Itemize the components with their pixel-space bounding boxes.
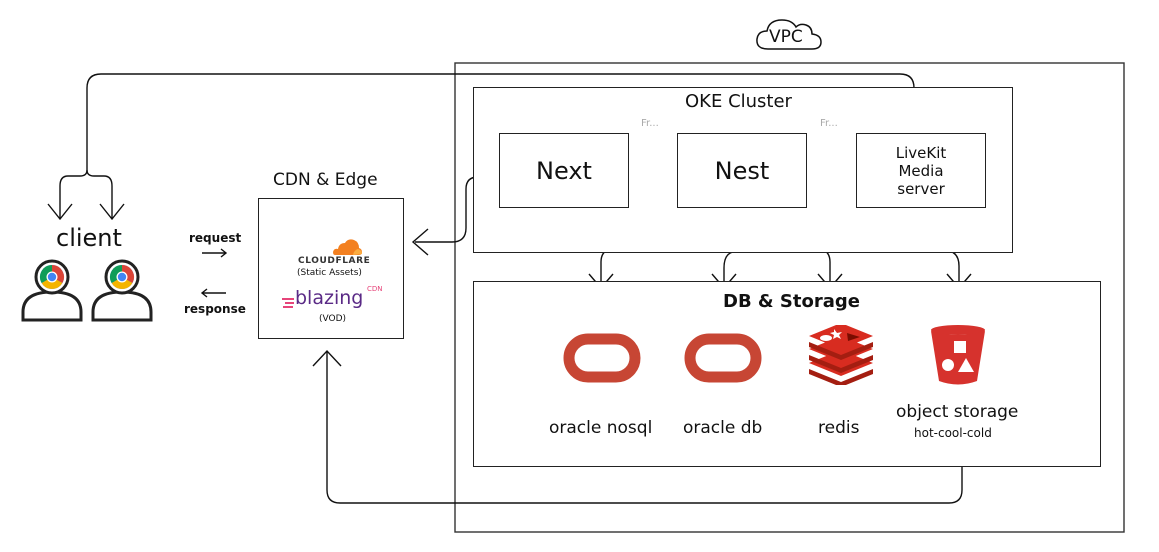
client-label: client: [56, 224, 122, 252]
client-split-connector: [59, 169, 88, 218]
vpc-label: VPC: [769, 27, 803, 47]
redis-icon: [809, 325, 873, 385]
db-item-label: redis: [818, 418, 860, 438]
cloudflare-caption: (Static Assets): [297, 268, 362, 278]
oracle-icon: [563, 333, 641, 383]
next-service-box: Next: [499, 133, 629, 208]
cloudflare-icon: [333, 239, 362, 255]
db-title: DB & Storage: [723, 291, 860, 312]
db-item-label: oracle db: [683, 418, 763, 438]
client-livekit-connector: [86, 73, 915, 170]
nest-service-box: Nest: [677, 133, 807, 208]
faint-label: Fr...: [820, 118, 838, 129]
nest-label: Nest: [714, 156, 770, 185]
livekit-label-line: LiveKit: [895, 143, 947, 162]
db-item-sublabel: hot-cool-cold: [914, 426, 992, 440]
cdn-box: CLOUDFLARE (Static Assets) blazing CDN (…: [258, 198, 404, 339]
request-label: request: [189, 231, 242, 245]
db-item-label: oracle nosql: [549, 418, 653, 438]
bucket-icon: [931, 325, 985, 385]
chrome-icon: [39, 265, 65, 290]
blazing-caption: (VOD): [319, 314, 347, 324]
response-label: response: [184, 302, 246, 316]
request-arrow: [202, 248, 228, 258]
cdn-title: CDN & Edge: [273, 170, 378, 190]
oke-title: OKE Cluster: [685, 91, 792, 112]
livekit-service-box: LiveKit Media server: [856, 133, 986, 208]
response-arrow: [200, 288, 226, 298]
db-item-label: object storage: [896, 402, 1019, 422]
faint-label: Fr...: [641, 118, 659, 129]
cloud-icon: [756, 19, 822, 50]
oracle-icon: [684, 333, 762, 383]
next-label: Next: [536, 156, 592, 185]
chrome-icon: [109, 265, 135, 290]
user-avatar: [90, 258, 154, 322]
blazing-wordmark: blazing: [295, 287, 364, 309]
cloudflare-wordmark: CLOUDFLARE: [298, 256, 371, 266]
livekit-label-line: server: [897, 179, 945, 198]
speed-lines-icon: [282, 298, 294, 308]
user-avatar: [20, 258, 84, 322]
blazing-badge: CDN: [367, 285, 383, 293]
livekit-label-line: Media: [898, 161, 944, 180]
vpc-container: [454, 62, 1125, 533]
storage-cdn-connector: [326, 352, 963, 504]
vpc-badge: VPC: [752, 14, 826, 54]
